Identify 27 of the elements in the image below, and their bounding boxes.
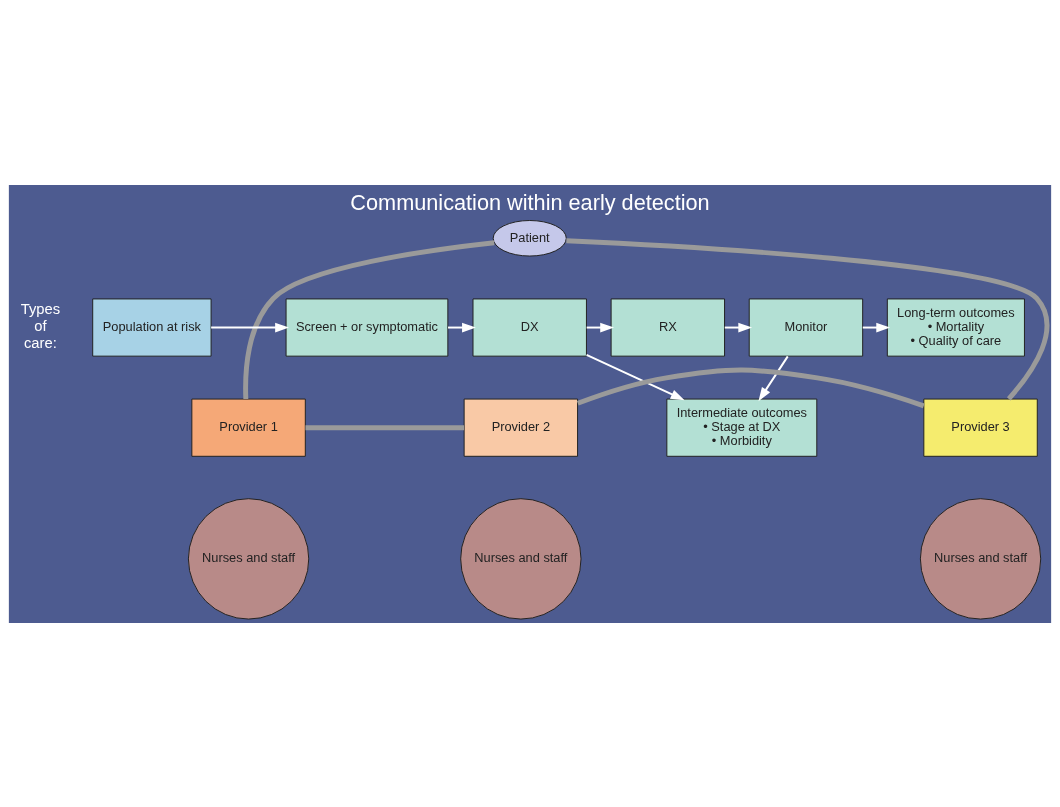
label: Types of care: bbox=[20, 300, 61, 351]
node-circle: Nurses and staff bbox=[187, 497, 310, 620]
connector bbox=[243, 239, 495, 399]
node-box: Provider 2 bbox=[463, 398, 579, 457]
arrow bbox=[585, 322, 615, 332]
diagram-title: Communication within early detection bbox=[350, 189, 710, 215]
node-box: Screen + or symptomatic bbox=[285, 297, 449, 357]
arrow bbox=[758, 354, 789, 401]
arrow bbox=[447, 322, 476, 332]
node-box: RX bbox=[610, 297, 726, 357]
node-box: Provider 3 bbox=[923, 398, 1038, 457]
arrow bbox=[723, 322, 753, 332]
node-ellipse: Patient bbox=[492, 219, 567, 257]
node-box: Population at risk bbox=[92, 297, 212, 357]
node-box: Provider 1 bbox=[191, 398, 306, 457]
node-box: Intermediate outcomes • Stage at DX • Morbidity bbox=[666, 398, 818, 457]
arrow bbox=[861, 322, 891, 332]
connector bbox=[576, 367, 925, 408]
node-circle: Nurses and staff bbox=[919, 497, 1042, 620]
node-box: DX bbox=[472, 297, 587, 357]
arrow bbox=[210, 322, 289, 332]
node-box: Monitor bbox=[748, 297, 864, 357]
connector bbox=[566, 237, 1050, 400]
connector bbox=[305, 424, 465, 430]
node-circle: Nurses and staff bbox=[460, 497, 582, 620]
arrow bbox=[585, 353, 685, 400]
node-box: Long-term outcomes • Mortality • Quality of care bbox=[886, 297, 1025, 357]
